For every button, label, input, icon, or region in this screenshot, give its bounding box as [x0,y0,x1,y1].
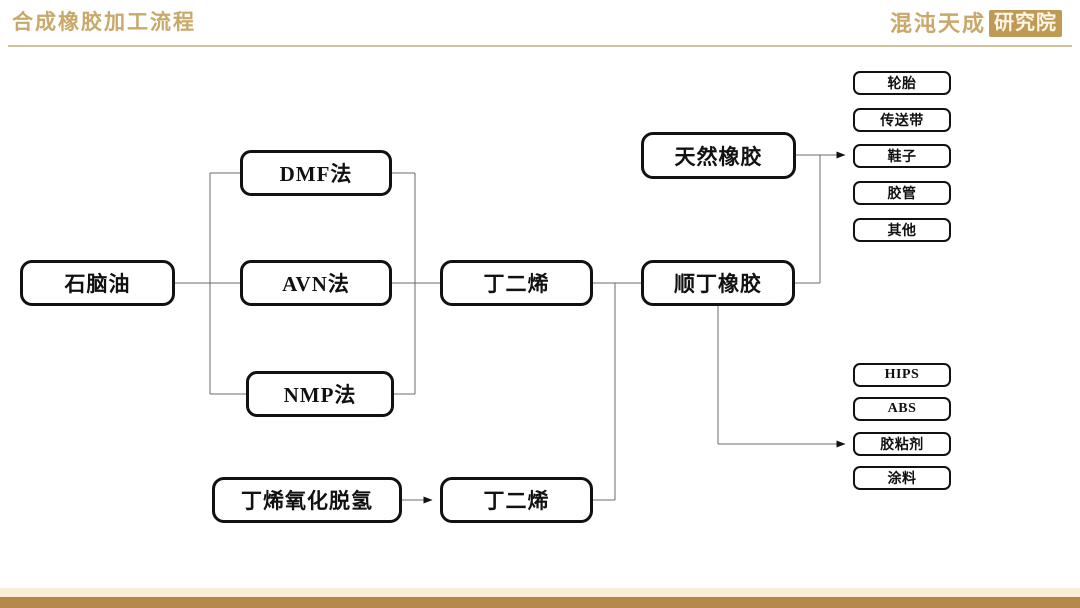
slide-header: 合成橡胶加工流程 混沌天成 研究院 [0,0,1080,48]
product-item-hips-label: HIPS [884,367,920,382]
node-butadiene-rubber[interactable]: 顺丁橡胶 [641,260,795,306]
product-item-adhesive[interactable]: 胶粘剂 [853,432,951,456]
node-dmf-method-label: DMF法 [279,162,353,186]
node-dmf-method[interactable]: DMF法 [240,150,392,196]
node-naphtha-label: 石脑油 [64,272,131,296]
logo-seal-text: 混沌天成 [889,10,986,36]
product-item-abs[interactable]: ABS [853,397,951,421]
node-avn-method[interactable]: AVN法 [240,260,392,306]
node-butadiene-bottom-label: 丁二烯 [483,489,550,513]
product-item-hips[interactable]: HIPS [853,363,951,387]
product-item-coating[interactable]: 涂料 [853,466,951,490]
flowchart-connectors [175,151,846,504]
product-item-conveyor-belt[interactable]: 传送带 [853,108,951,132]
product-item-hose[interactable]: 胶管 [853,181,951,205]
node-nmp-method[interactable]: NMP法 [246,371,394,417]
node-butene-oxidative-dehydrogenation[interactable]: 丁烯氧化脱氢 [212,477,402,523]
product-item-tire-label: 轮胎 [887,77,917,92]
header-divider [8,45,1072,47]
node-butadiene-top[interactable]: 丁二烯 [440,260,593,306]
node-natural-rubber-label: 天然橡胶 [674,144,763,169]
node-butadiene-bottom[interactable]: 丁二烯 [440,477,593,523]
product-item-abs-label: ABS [887,401,917,416]
node-naphtha[interactable]: 石脑油 [20,260,175,306]
node-butadiene-top-label: 丁二烯 [483,272,550,296]
product-item-tire[interactable]: 轮胎 [853,71,951,95]
product-item-shoes[interactable]: 鞋子 [853,144,951,168]
product-item-hose-label: 胶管 [887,187,917,202]
product-item-shoes-label: 鞋子 [887,150,917,165]
logo-badge-text: 研究院 [989,10,1062,37]
node-butadiene-rubber-label: 顺丁橡胶 [674,272,762,296]
brand-logo: 混沌天成 研究院 [890,7,1062,40]
node-butene-odh-label: 丁烯氧化脱氢 [241,489,373,513]
node-natural-rubber[interactable]: 天然橡胶 [641,132,796,179]
product-item-other-label: 其他 [887,224,917,239]
page-title: 合成橡胶加工流程 [12,10,196,34]
node-nmp-method-label: NMP法 [283,383,357,407]
footer-bar [0,597,1080,608]
flowchart: 石脑油 DMF法 AVN法 NMP法 丁二烯 天然橡胶 顺丁橡胶 丁烯氧化脱氢 … [0,48,1080,588]
product-item-adhesive-label: 胶粘剂 [880,438,924,453]
product-item-coating-label: 涂料 [887,472,917,487]
product-item-conveyor-belt-label: 传送带 [880,114,924,129]
product-item-other[interactable]: 其他 [853,218,951,242]
footer-accent-strip [0,588,1080,597]
node-avn-method-label: AVN法 [282,272,350,296]
